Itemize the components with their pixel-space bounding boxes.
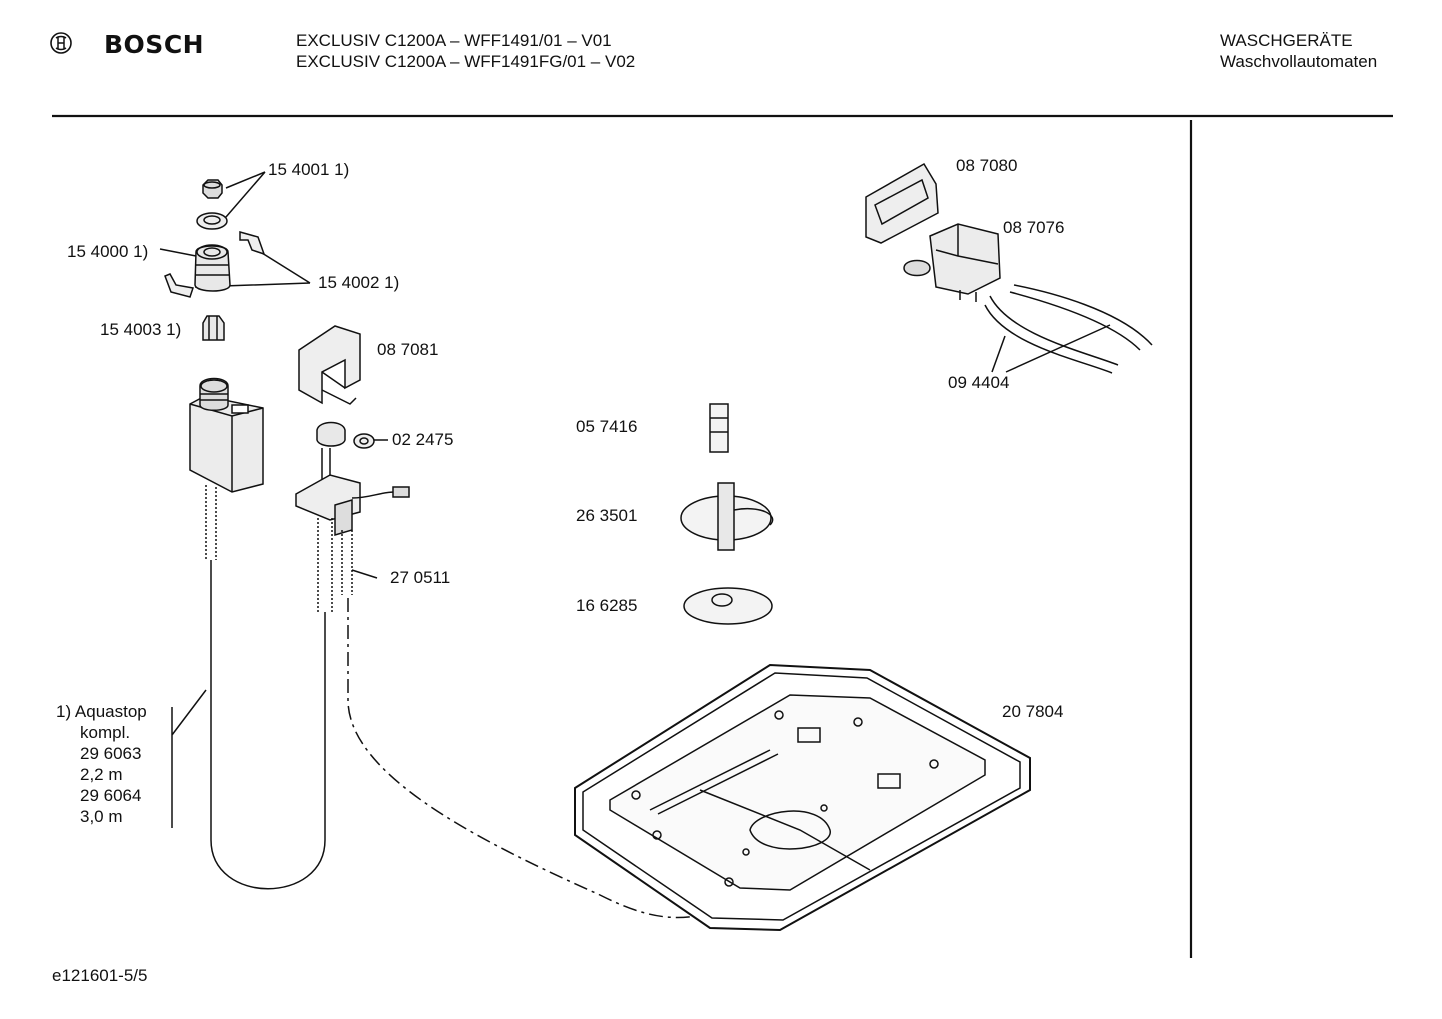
label-154001: 15 4001 1) (268, 160, 350, 179)
label-154003: 15 4003 1) (100, 320, 182, 339)
label-087076: 08 7076 (1003, 218, 1065, 237)
aquastop-bracket (171, 689, 207, 828)
cap-154003 (202, 315, 225, 341)
note-part-2: 29 6064 (80, 786, 142, 805)
label-154000: 15 4000 1) (67, 242, 149, 261)
note-length-2: 3,0 m (80, 807, 123, 826)
base-tray-207804 (574, 663, 1031, 932)
gasket-087080 (865, 162, 939, 244)
washer-154001 (196, 212, 228, 230)
inlet-junction (295, 421, 410, 537)
hidden-hose-path (347, 598, 771, 919)
label-022475: 02 2475 (392, 430, 454, 449)
label-166285: 16 6285 (576, 596, 638, 615)
category-line-2: Waschvollautomaten (1220, 52, 1378, 71)
nut-154001 (202, 179, 223, 199)
aquastop-valve-box (189, 377, 264, 493)
note-part-1: 29 6063 (80, 744, 142, 763)
label-207804: 20 7804 (1002, 702, 1064, 721)
clip-154002b (164, 273, 194, 298)
clip-154002a (239, 231, 266, 256)
leader-094404 (991, 324, 1111, 373)
leader-154001 (225, 171, 266, 218)
leader-154000 (159, 248, 197, 257)
fitting-154000 (194, 244, 231, 292)
label-154002: 15 4002 1) (318, 273, 400, 292)
hoses-094404 (984, 284, 1153, 374)
label-057416: 05 7416 (576, 417, 638, 436)
label-270511: 27 0511 (390, 568, 451, 587)
model-line-2: EXCLUSIV C1200A – WFF1491FG/01 – V02 (296, 52, 636, 71)
brand-name: BOSCH (104, 30, 205, 59)
aquastop-hose (210, 560, 326, 890)
foot-166285 (683, 587, 773, 625)
bosch-logo-icon (50, 32, 72, 54)
document-id: e121601-5/5 (52, 966, 148, 985)
foot-263501 (680, 482, 774, 551)
model-line-1: EXCLUSIV C1200A – WFF1491/01 – V01 (296, 31, 612, 50)
valve-087076 (903, 223, 1001, 302)
category-line-1: WASCHGERÄTE (1220, 31, 1353, 50)
label-087081: 08 7081 (377, 340, 439, 359)
label-094404: 09 4404 (948, 373, 1010, 392)
note-aquastop: 1) Aquastop (56, 702, 147, 721)
label-263501: 26 3501 (576, 506, 638, 525)
note-length-1: 2,2 m (80, 765, 123, 784)
note-kompl: kompl. (80, 723, 131, 742)
connector-057416 (709, 403, 729, 453)
leader-270511 (351, 569, 378, 579)
cover-087081 (298, 325, 361, 405)
label-087080: 08 7080 (956, 156, 1018, 175)
aquastop-corrugated-hose (205, 485, 217, 560)
